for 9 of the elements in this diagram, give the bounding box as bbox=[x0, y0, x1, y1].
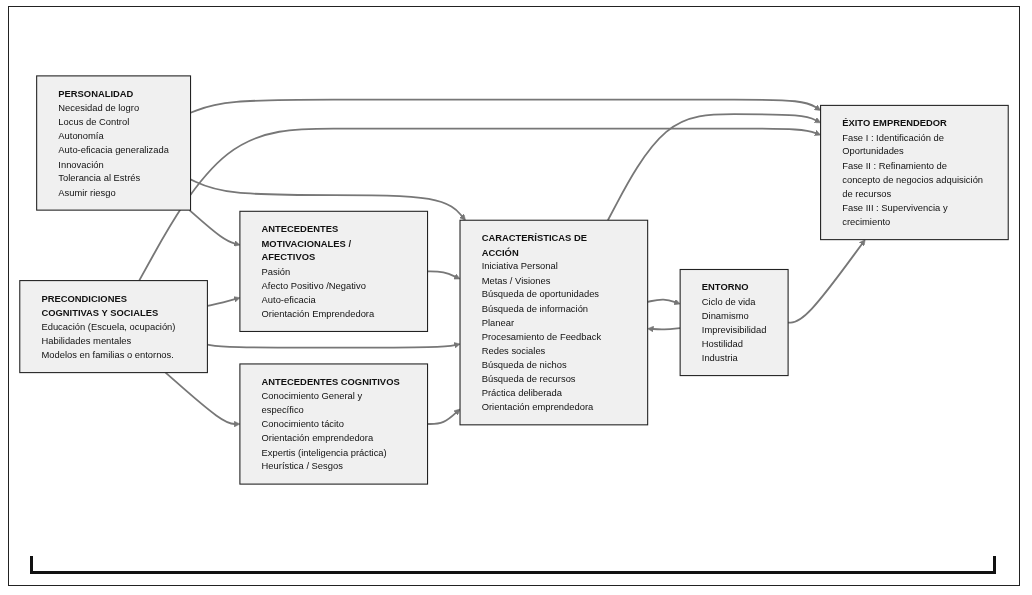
node-box: PERSONALIDAD Necesidad de logro Locus de Control Autonomía Auto-eficacia generalizada Innovación Tolerancia al Estrés Asumir riesgo bbox=[36, 75, 192, 211]
node-box: ENTORNO Ciclo de vida Dinamismo Imprevisibilidad Hostilidad Industria bbox=[679, 268, 789, 377]
arrow bbox=[138, 127, 821, 282]
node-box: ANTECEDENTES MOTIVACIONALES / AFECTIVOS Pasión Afecto Positivo /Negativo Auto-eficacia Orientación Emprendedora bbox=[239, 210, 429, 332]
node-box: ÉXITO EMPRENDEDOR Fase I : Identificación de Oportunidades Fase II : Refinamiento de concepto de negocios adquisición de recursos Fase III : Supervivencia y crecimiento bbox=[820, 104, 1009, 241]
node-box: CARACTERÍSTICAS DE ACCIÓN Iniciativa Personal Metas / Visiones Búsqueda de oportunidades Búsqueda de información Planear Procesamiento de Feedback Redes sociales Búsqueda de nichos Búsqueda de recursos Práctica deliberada Orientación emprendedora bbox=[459, 219, 649, 426]
node-box: ANTECEDENTES COGNITIVOS Conocimiento General y específico Conocimiento tácito Orientación emprendedora Expertis (inteligencia práctica) Heurística / Sesgos bbox=[239, 363, 429, 485]
node-box: PRECONDICIONES COGNITIVAS Y SOCIALES Educación (Escuela, ocupación) Habilidades mentales Modelos en familias o entornos. bbox=[19, 280, 208, 374]
arrow bbox=[606, 113, 821, 222]
